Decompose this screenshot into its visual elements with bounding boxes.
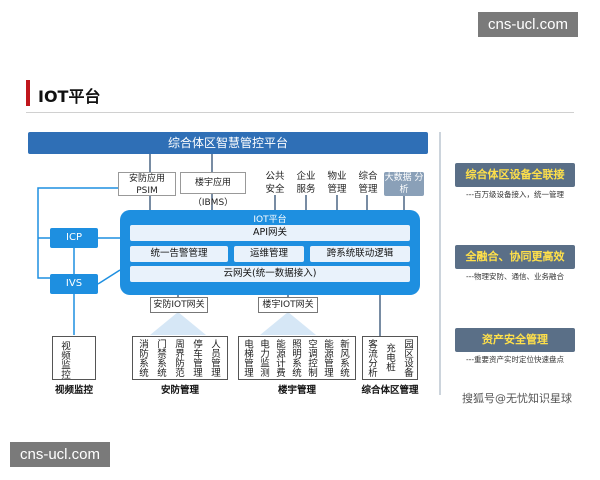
bigdata-analysis-box: 大数据 分析 <box>384 172 424 196</box>
psim-app-box: 安防应用 PSIM <box>118 172 176 196</box>
api-gateway-bar: API网关 <box>130 225 410 241</box>
feature-2-title-text: 全融合、协同更高效 <box>465 250 565 263</box>
building-iot-gateway: 楼宇IOT网关 <box>258 297 318 313</box>
security-iot-gateway: 安防IOT网关 <box>150 297 208 313</box>
video-system-label: 视频监控 <box>54 385 93 396</box>
cloud-gateway-bar: 云网关(统一数据接入) <box>130 266 410 282</box>
building-item-aircon: 空调控制 <box>306 339 317 377</box>
building-item-energy: 能源管理 <box>322 339 333 377</box>
source-credit: 搜狐号@无忧知识星球 <box>462 392 572 405</box>
feature-1-desc: ---百万级设备接入，统一管理 <box>465 190 565 199</box>
icp-box: ICP <box>50 228 98 248</box>
property-management-app: 物业 管理 <box>327 171 347 195</box>
building-item-lighting: 照明系统 <box>290 339 301 377</box>
ivs-box: IVS <box>50 274 98 294</box>
complex-item-charging: 充电桩 <box>384 343 395 372</box>
cross-system-linkage-bar: 跨系统联动逻辑 <box>310 246 410 262</box>
feature-2-title: 全融合、协同更高效 <box>455 245 575 269</box>
ibms-app-box: 楼宇应用（IBMS） <box>180 172 246 208</box>
security-item-fire: 消防系统 <box>137 339 148 377</box>
building-system-label: 楼宇管理 <box>277 385 316 396</box>
feature-3-desc: ---重要资产实时定位快速盘点 <box>465 355 565 364</box>
comprehensive-management-app: 综合 管理 <box>358 171 378 195</box>
security-system-label: 安防管理 <box>160 385 199 396</box>
security-item-perimeter: 周界防范 <box>173 339 184 377</box>
complex-item-equipment: 园区设备 <box>402 339 413 377</box>
security-item-parking: 停车管理 <box>191 339 202 377</box>
ibms-app-label: 楼宇应用（IBMS） <box>192 178 234 208</box>
title-divider <box>26 112 574 113</box>
building-item-ventilation: 新风系统 <box>338 339 349 377</box>
feature-1-title-text: 综合体区设备全联接 <box>465 168 565 181</box>
title-accent-bar <box>26 80 30 106</box>
complex-system-box: 客流分析 充电桩 园区设备 <box>362 336 418 380</box>
building-item-billing: 能源计费 <box>274 339 285 377</box>
alarm-management-bar: 统一告警管理 <box>130 246 228 262</box>
ops-management-bar: 运维管理 <box>234 246 304 262</box>
video-system-box: 视频监控 <box>52 336 96 380</box>
watermark-bottom: cns-ucl.com <box>10 442 111 467</box>
smart-control-platform: 综合体区智慧管控平台 <box>28 132 428 154</box>
building-item-elevator: 电梯管理 <box>242 339 253 377</box>
video-item: 视频监控 <box>59 341 70 379</box>
iot-platform-label: IOT平台 <box>253 215 287 225</box>
complex-system-label: 综合体区管理 <box>361 385 419 396</box>
building-item-power: 电力监测 <box>258 339 269 377</box>
watermark-top: cns-ucl.com <box>478 12 579 37</box>
psim-app-label: 安防应用 PSIM <box>128 174 165 196</box>
feature-3-title: 资产安全管理 <box>455 328 575 352</box>
complex-item-traffic: 客流分析 <box>366 339 377 377</box>
feature-2-desc: ---物理安防、通信、业务融合 <box>465 272 565 281</box>
security-item-access: 门禁系统 <box>155 339 166 377</box>
page-title: IOT平台 <box>38 87 101 106</box>
public-safety-app: 公共 安全 <box>265 171 285 195</box>
building-system-box: 电梯管理 电力监测 能源计费 照明系统 空调控制 能源管理 新风系统 <box>238 336 356 380</box>
feature-3-title-text: 资产安全管理 <box>482 333 548 346</box>
enterprise-service-app: 企业 服务 <box>296 171 316 195</box>
feature-1-title: 综合体区设备全联接 <box>455 163 575 187</box>
security-item-personnel: 人员管理 <box>209 339 220 377</box>
security-system-box: 消防系统 门禁系统 周界防范 停车管理 人员管理 <box>132 336 228 380</box>
